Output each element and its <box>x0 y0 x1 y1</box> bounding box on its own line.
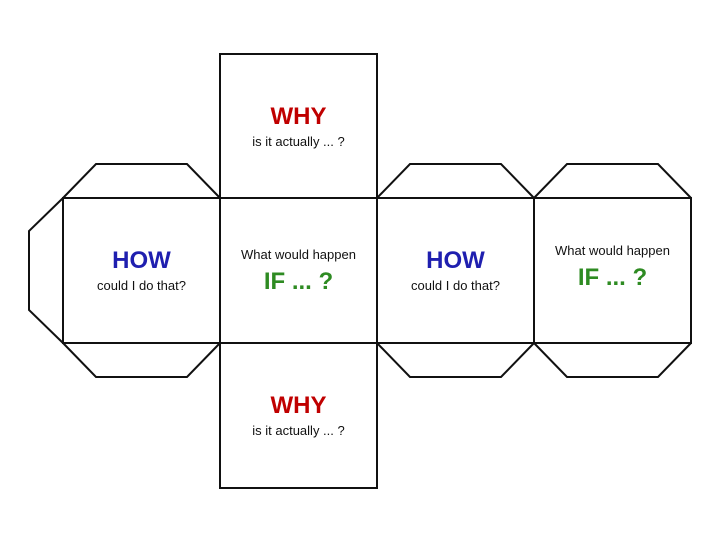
face-center: What would happen IF ... ? <box>220 198 377 343</box>
flap-far-left <box>28 197 64 344</box>
flap-right-if-top <box>533 163 692 199</box>
face-bottom-subtext: is it actually ... ? <box>252 423 345 438</box>
flap-right-how-top <box>376 163 535 199</box>
face-right-if-outline <box>533 197 692 344</box>
face-right-if-keyword: IF ... ? <box>577 264 648 291</box>
flap-left-top <box>62 163 221 199</box>
face-left-subtext: could I do that? <box>97 278 186 293</box>
face-right-how-subtext: could I do that? <box>411 278 500 293</box>
face-right-how-keyword: HOW <box>426 247 485 274</box>
flap-right-if-bottom <box>533 342 692 378</box>
face-right-if-lead: What would happen <box>555 243 670 258</box>
flap-left-bottom <box>62 342 221 378</box>
face-right-if: What would happen IF ... ? <box>534 198 691 343</box>
flap-right-how-bottom <box>376 342 535 378</box>
face-center-lead: What would happen <box>241 246 356 262</box>
face-top-subtext: is it actually ... ? <box>252 133 345 149</box>
face-right-how: HOW could I do that? <box>377 198 534 343</box>
face-left-keyword: HOW <box>112 247 171 274</box>
face-left: HOW could I do that? <box>63 198 220 343</box>
face-center-keyword: IF ... ? <box>263 267 334 295</box>
face-bottom-keyword: WHY <box>270 392 327 419</box>
face-bottom-outline <box>219 342 378 489</box>
face-bottom: WHY is it actually ... ? <box>220 343 377 488</box>
face-top-keyword: WHY <box>270 102 327 130</box>
face-top: WHY is it actually ... ? <box>220 54 377 198</box>
